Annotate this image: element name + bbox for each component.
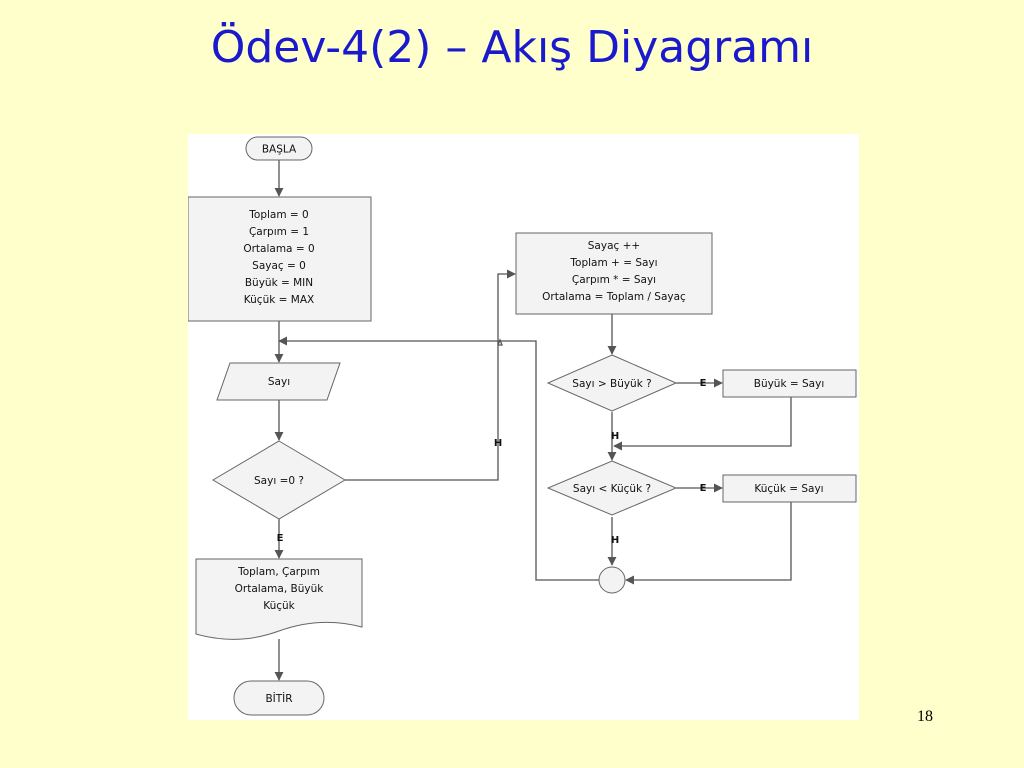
slide-title: Ödev-4(2) – Akış Diyagramı <box>210 22 814 73</box>
connector-circle <box>598 566 626 594</box>
edge-label-max-yes: E <box>700 378 707 389</box>
node-input: Sayı <box>216 362 341 401</box>
init-line: Büyük = MIN <box>245 277 313 289</box>
node-assign-min-label: Küçük = Sayı <box>754 483 823 495</box>
node-decision-max-label: Sayı > Büyük ? <box>572 378 651 390</box>
flowchart-svg: BAŞLA Toplam = 0 Çarpım = 1 Ortalama = 0… <box>188 136 857 716</box>
edge-label-min-no: H <box>611 535 619 546</box>
process-line: Sayaç ++ <box>588 240 640 252</box>
page-number: 18 <box>917 708 933 725</box>
node-decision-min: Sayı < Küçük ? <box>546 460 678 516</box>
process-line: Çarpım * = Sayı <box>572 274 656 286</box>
node-decision-min-label: Sayı < Küçük ? <box>573 483 651 495</box>
node-end: BİTİR <box>233 680 325 716</box>
node-decision-zero-label: Sayı =0 ? <box>254 475 304 487</box>
edge-label-max-no: H <box>611 431 619 442</box>
node-output: Toplam, Çarpım Ortalama, Büyük Küçük <box>195 558 363 640</box>
node-end-label: BİTİR <box>265 692 292 705</box>
edge-zero-no-to-process <box>345 269 516 481</box>
init-line: Sayaç = 0 <box>252 260 306 272</box>
init-line: Küçük = MAX <box>244 294 314 306</box>
node-decision-zero: Sayı =0 ? <box>212 440 346 520</box>
node-process: Sayaç ++ Toplam + = Sayı Çarpım * = Sayı… <box>515 232 713 315</box>
process-line: Toplam + = Sayı <box>569 257 657 269</box>
edge-label-zero-no: H <box>494 438 502 449</box>
init-line: Toplam = 0 <box>248 209 308 221</box>
edge-label-min-yes: E <box>700 483 707 494</box>
edge-loop-back <box>278 336 615 581</box>
node-assign-max: Büyük = Sayı <box>722 369 857 398</box>
output-line: Küçük <box>263 600 295 612</box>
init-line: Çarpım = 1 <box>249 226 309 238</box>
node-start-label: BAŞLA <box>262 144 297 156</box>
flowchart-panel: BAŞLA Toplam = 0 Çarpım = 1 Ortalama = 0… <box>188 134 859 720</box>
edge-assign-min-join <box>625 501 792 585</box>
node-input-label: Sayı <box>268 376 290 388</box>
node-decision-max: Sayı > Büyük ? <box>546 354 678 412</box>
output-line: Toplam, Çarpım <box>237 566 320 578</box>
edges <box>274 160 792 681</box>
node-init: Toplam = 0 Çarpım = 1 Ortalama = 0 Sayaç… <box>188 196 372 322</box>
edge-assign-max-join <box>613 397 792 451</box>
init-line: Ortalama = 0 <box>243 243 314 255</box>
node-start: BAŞLA <box>245 136 313 161</box>
edge-label-zero-yes: E <box>277 533 284 544</box>
output-line: Ortalama, Büyük <box>235 583 325 595</box>
node-assign-max-label: Büyük = Sayı <box>754 378 825 390</box>
process-line: Ortalama = Toplam / Sayaç <box>542 291 686 303</box>
node-assign-min: Küçük = Sayı <box>722 474 857 503</box>
